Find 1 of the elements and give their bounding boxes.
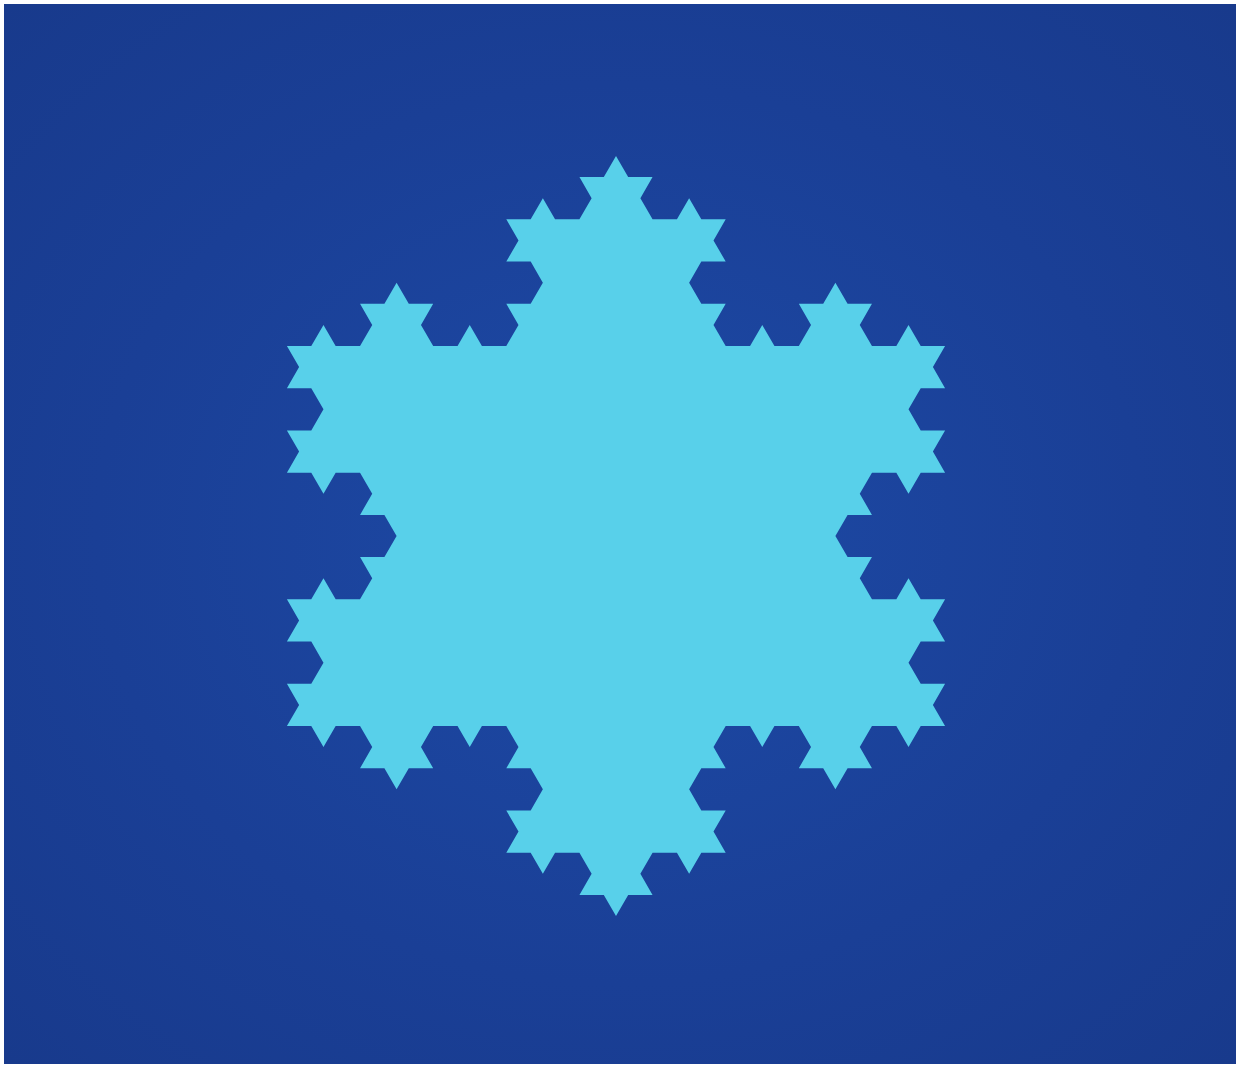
snowflake-drawing — [286, 156, 946, 916]
